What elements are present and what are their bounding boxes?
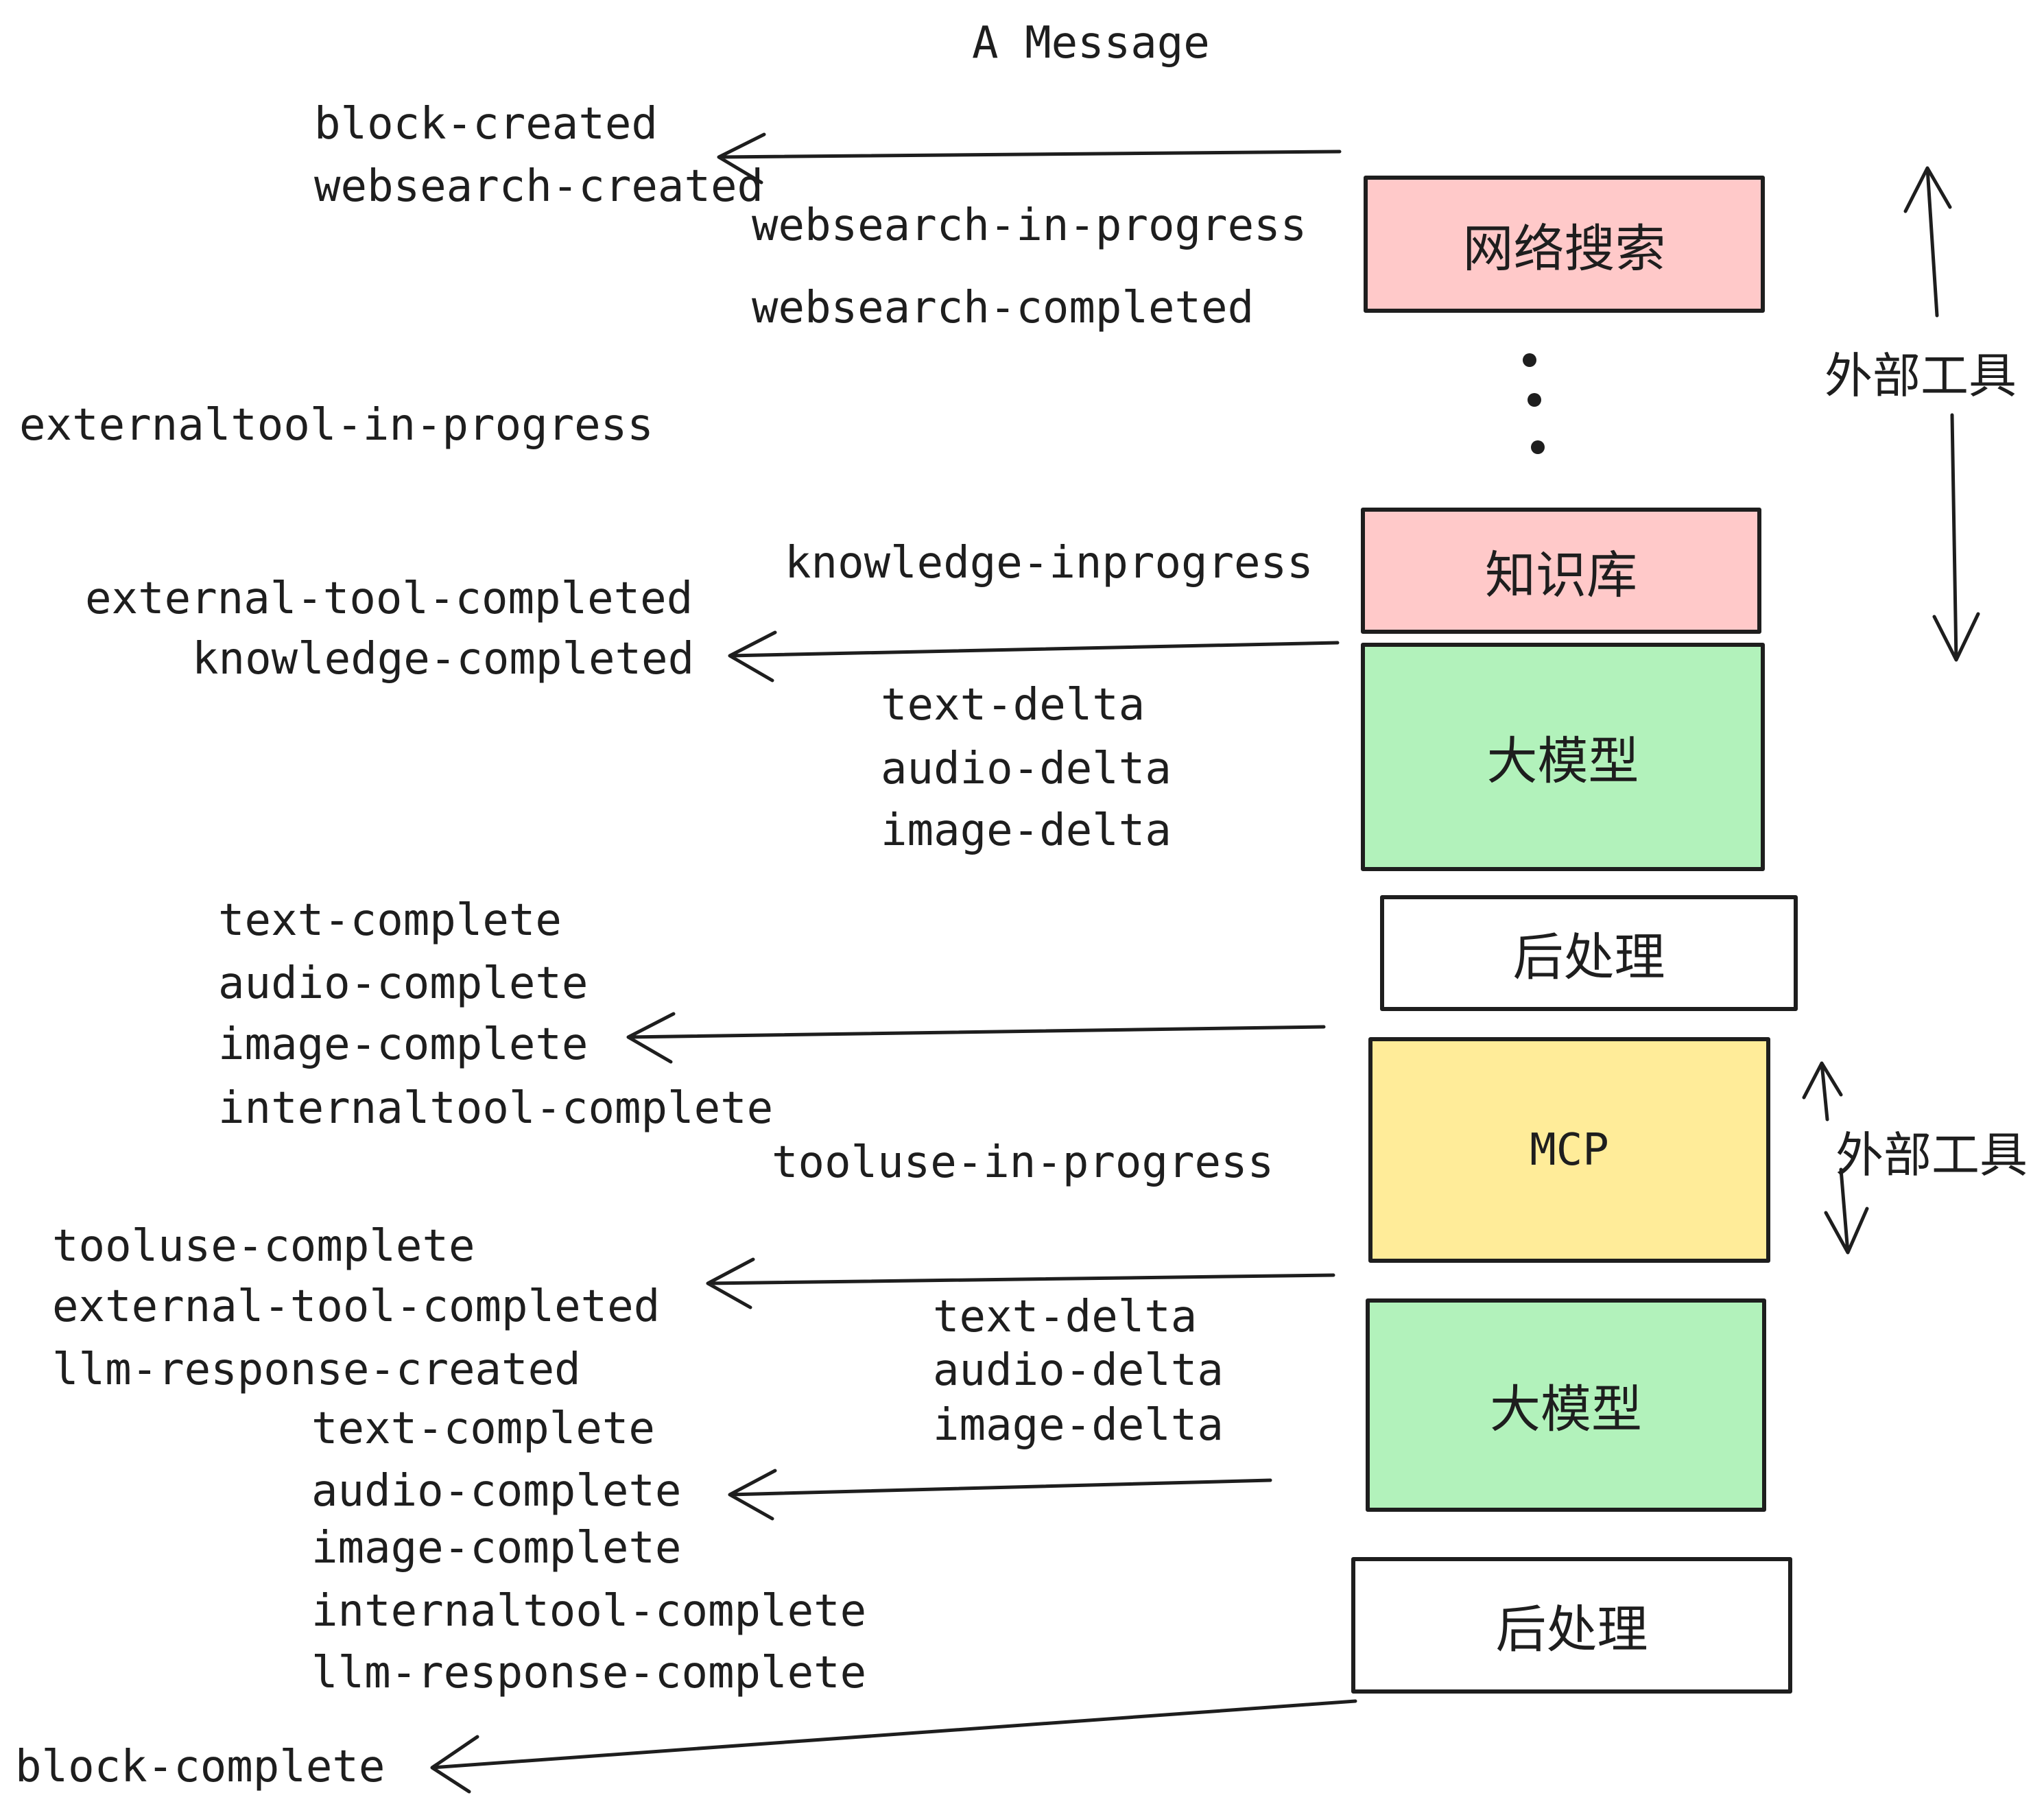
event-label-knowledge-inprogress: knowledge-inprogress [785,538,1314,589]
event-label-llm-response-created: llm-response-created [52,1344,581,1395]
external-tools-mid-arrow-up [1802,1061,1843,1121]
event-label-llm-response-complete: llm-response-complete [311,1648,867,1698]
event-label-image-delta-2: image-delta [933,1400,1224,1451]
event-label-knowledge-completed: knowledge-completed [192,634,695,685]
event-label-text-delta-2: text-delta [933,1292,1198,1342]
event-label-image-complete: image-complete [218,1019,589,1070]
event-label-audio-delta: audio-delta [881,744,1172,794]
event-label-websearch-created: websearch-created [314,161,764,212]
event-label-websearch-in-progress: websearch-in-progress [752,200,1307,251]
arrow-to-block-complete [430,1699,1357,1794]
ellipsis-dot [1531,440,1545,454]
external-tools-label-mid: 外部工具 [1835,1127,2028,1183]
event-label-tooluse-in-progress: tooluse-in-progress [772,1137,1274,1188]
arrow-to-knowledge-completed [728,630,1340,683]
event-label-block-complete: block-complete [15,1742,385,1792]
diagram-title: A Message [972,18,1210,69]
event-label-text-complete-2: text-complete [311,1403,655,1454]
external-tools-label-top: 外部工具 [1825,348,2017,404]
node-llm-2: 大模型 [1366,1298,1766,1512]
arrow-to-audio-complete [728,1469,1272,1521]
event-label-audio-delta-2: audio-delta [933,1345,1224,1396]
event-label-external-tool-completed: external-tool-completed [85,573,693,624]
event-label-internaltool-complete-2: internaltool-complete [311,1586,867,1637]
ellipsis-dot [1523,353,1536,367]
arrow-to-image-complete [626,1012,1326,1064]
node-postprocess-2: 后处理 [1351,1557,1792,1694]
event-label-audio-complete: audio-complete [218,958,589,1009]
event-label-image-delta: image-delta [881,805,1172,856]
node-mcp: MCP [1368,1037,1770,1263]
node-websearch: 网络搜索 [1364,176,1765,313]
event-label-externaltool-in-progress: externaltool-in-progress [19,400,654,451]
event-label-image-complete-2: image-complete [311,1523,682,1574]
event-label-text-complete: text-complete [218,895,562,946]
event-label-internaltool-complete: internaltool-complete [218,1083,774,1134]
ellipsis-dot [1528,393,1541,407]
node-postprocess-1: 后处理 [1380,895,1798,1011]
external-tools-arrow-down [1932,413,1980,662]
event-label-text-delta: text-delta [881,680,1145,731]
event-label-audio-complete-2: audio-complete [311,1466,682,1517]
event-label-block-created: block-created [314,99,658,150]
event-label-websearch-completed: websearch-completed [752,283,1255,333]
arrow-to-block-created [717,132,1342,185]
external-tools-arrow-up [1903,166,1952,318]
event-label-tooluse-complete: tooluse-complete [52,1221,475,1272]
node-knowledge-base: 知识库 [1361,508,1761,634]
node-llm-1: 大模型 [1361,643,1765,871]
event-label-external-tool-completed-2: external-tool-completed [52,1281,661,1332]
